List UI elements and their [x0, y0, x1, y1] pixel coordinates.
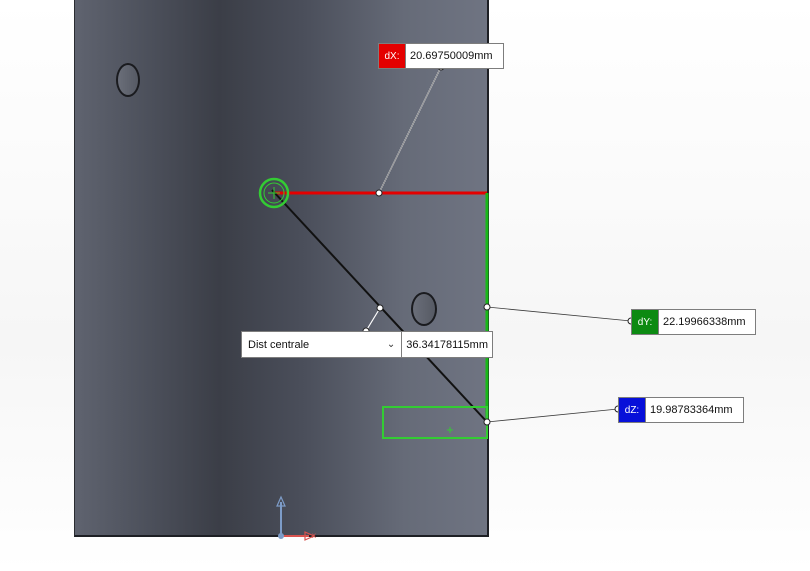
dy-tag: dY: [632, 310, 659, 334]
dz-tag: dZ: [619, 398, 646, 422]
hole-upper-left[interactable] [116, 63, 140, 97]
dz-callout[interactable]: dZ: 19.98783364mm [618, 397, 744, 423]
chevron-down-icon[interactable]: ⌄ [386, 339, 396, 350]
dx-anchor-point [375, 189, 383, 197]
distance-anchor-point [376, 304, 384, 312]
dy-callout[interactable]: dY: 22.19966338mm [631, 309, 756, 335]
dx-tag: dX: [379, 44, 406, 68]
selected-hole-edge-inner [263, 182, 285, 204]
dy-value: 22.19966338mm [663, 316, 746, 328]
dz-anchor-point [483, 418, 491, 426]
part-face[interactable] [74, 0, 489, 537]
hole-center[interactable] [411, 292, 437, 326]
dx-callout[interactable]: dX: 20.69750009mm [378, 43, 504, 69]
dist-leader-line [365, 307, 381, 332]
dz-leader-line [486, 408, 619, 423]
selected-slot-edge[interactable] [382, 406, 488, 439]
distance-value: 36.34178115mm [406, 338, 488, 351]
distance-mode-label: Dist centrale [248, 338, 310, 351]
dx-value: 20.69750009mm [410, 50, 493, 62]
dz-value: 19.98783364mm [650, 404, 733, 416]
dy-leader-line [486, 306, 632, 322]
dx-leader-line-shadow [378, 66, 442, 194]
distance-mode-dropdown[interactable]: Dist centrale ⌄ [242, 332, 403, 357]
selected-hole-edge[interactable] [258, 177, 290, 209]
distance-callout[interactable]: Dist centrale ⌄ 36.34178115mm [241, 331, 493, 358]
dy-anchor-point [483, 303, 491, 311]
reference-triad-icon [276, 495, 316, 541]
triad-x-label: x [312, 531, 316, 540]
